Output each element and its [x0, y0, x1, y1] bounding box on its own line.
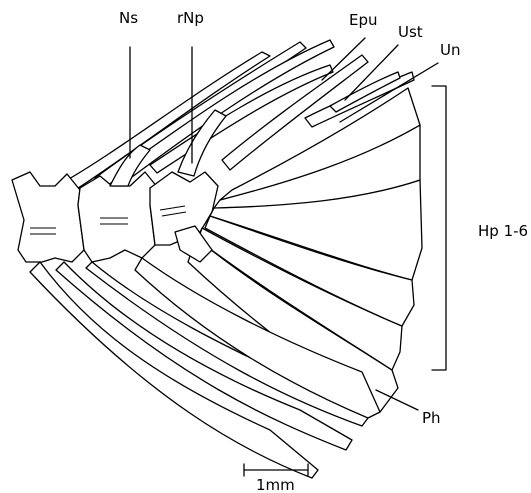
hypural-bracket [432, 86, 446, 370]
label-ns: Ns [119, 9, 138, 27]
label-ust: Ust [398, 23, 423, 41]
label-ph: Ph [422, 409, 441, 427]
scale-bar-label: 1mm [256, 476, 295, 493]
label-hp: Hp 1-6 [478, 222, 528, 240]
label-un: Un [440, 41, 461, 59]
label-epu: Epu [349, 11, 378, 29]
label-rnp: rNp [177, 9, 204, 27]
